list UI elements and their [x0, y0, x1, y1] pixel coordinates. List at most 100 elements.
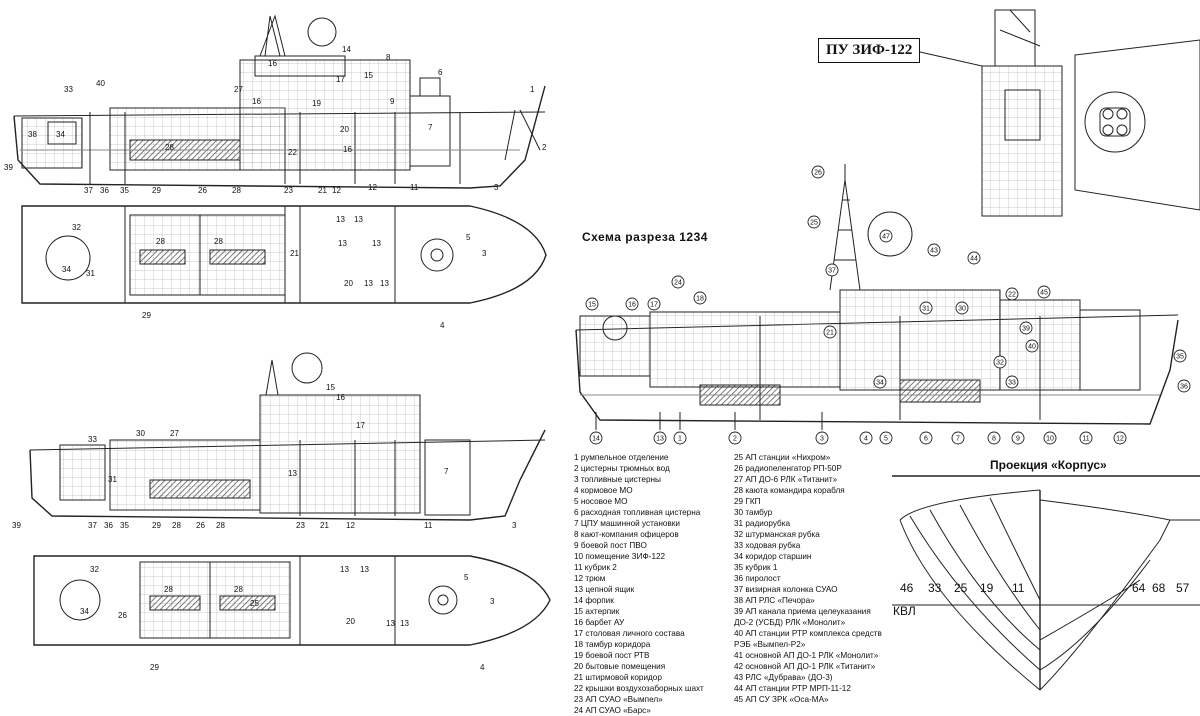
- callout-circle: [673, 431, 687, 445]
- num: 27: [234, 85, 243, 94]
- legend-item: 43 РЛС «Дубрава» (ДО-3): [734, 673, 833, 682]
- num: 27: [170, 429, 179, 438]
- callout-number: 36: [1180, 384, 1188, 391]
- num: 3: [512, 521, 517, 530]
- callout-circle: [1005, 375, 1019, 389]
- callout-circle: [728, 431, 742, 445]
- num: 34: [80, 607, 89, 616]
- callout-number: 7: [956, 436, 960, 443]
- legend-item: 17 столовая личного состава: [574, 629, 685, 638]
- num: 30: [136, 429, 145, 438]
- legend-item: 4 кормовое МО: [574, 486, 633, 495]
- num: 11: [424, 521, 433, 530]
- num: 21: [318, 186, 327, 195]
- callout-circle: [1173, 349, 1187, 363]
- profile-bottom-left: [29, 352, 546, 521]
- callout-circle: [647, 297, 661, 311]
- frame-number: 33: [928, 581, 942, 595]
- callout-circle: [693, 291, 707, 305]
- callout-number: 40: [1028, 344, 1036, 351]
- callout-circle: [859, 431, 873, 445]
- legend-item: 11 кубрик 2: [574, 563, 617, 572]
- callout-number: 15: [588, 302, 596, 309]
- num: 28: [232, 186, 241, 195]
- kvl-label: КВЛ: [893, 604, 916, 618]
- num: 39: [4, 163, 13, 172]
- num: 31: [108, 475, 117, 484]
- callout-circle: [1019, 321, 1033, 335]
- callout-number: 5: [884, 436, 888, 443]
- legend-item: 32 штурманская рубка: [734, 530, 820, 539]
- num: 13: [364, 279, 373, 288]
- num: 33: [64, 85, 73, 94]
- num: 3: [494, 183, 499, 192]
- num: 16: [252, 97, 261, 106]
- num: 26: [196, 521, 205, 530]
- callout-circle: [919, 301, 933, 315]
- num: 16: [336, 393, 345, 402]
- legend-item: 8 кают-компания офицеров: [574, 530, 679, 539]
- num: 7: [444, 467, 449, 476]
- plan-top-left-numbers: 32 34 31 29 28 28 13 13 13 13 21 20 13 1…: [62, 215, 487, 330]
- callout-number: 8: [992, 436, 996, 443]
- callout-number: 4: [864, 436, 868, 443]
- num: 28: [164, 585, 173, 594]
- callout-circle: [873, 375, 887, 389]
- callout-circle: [967, 251, 981, 265]
- callout-number: 16: [628, 302, 636, 309]
- num: 23: [284, 186, 293, 195]
- callout-number: 44: [970, 256, 978, 263]
- callout-circle: [815, 431, 829, 445]
- ship-drawing: 33 40 16 19 20 22 16 7 6 14 8 9 17 27 15…: [4, 9, 1200, 691]
- callout-number: 37: [828, 268, 836, 275]
- num: 3: [490, 597, 495, 606]
- callout-circle: [879, 229, 893, 243]
- num: 28: [234, 585, 243, 594]
- callout-number: 24: [674, 280, 682, 287]
- callout-number: 43: [930, 248, 938, 255]
- callout-number: 21: [826, 330, 834, 337]
- legend-item: 26 радиопеленгатор РП-50Р: [734, 464, 842, 473]
- num: 29: [150, 663, 159, 672]
- num: 13: [360, 565, 369, 574]
- callout-number: 17: [650, 302, 658, 309]
- callout-circle: [589, 431, 603, 445]
- callout-circle: [807, 215, 821, 229]
- callout-circle: [825, 263, 839, 277]
- callout-circle: [993, 355, 1007, 369]
- profile-top-left-numbers: 33 40 16 19 20 22 16 7 6 14 8 9 17 27 15…: [4, 45, 547, 195]
- num: 21: [320, 521, 329, 530]
- legend-item: 40 АП станции РТР комплекса средств: [734, 629, 882, 638]
- legend-item: 3 топливные цистерны: [574, 475, 661, 484]
- num: 23: [296, 521, 305, 530]
- callout-number: 9: [1016, 436, 1020, 443]
- num: 26: [198, 186, 207, 195]
- legend-item: 10 помещение ЗИФ-122: [574, 552, 666, 561]
- callout-circle: [653, 431, 667, 445]
- legend-item: 7 ЦПУ машинной установки: [574, 519, 680, 528]
- callout-number: 25: [810, 220, 818, 227]
- callout-number: 35: [1176, 354, 1184, 361]
- plan-bottom-left-numbers: 32 34 26 28 28 25 13 13 20 13 13 5 3 29 …: [80, 565, 495, 672]
- callout-circle: [987, 431, 1001, 445]
- frame-number: 57: [1176, 581, 1190, 595]
- legend-item: 9 боевой пост ПВО: [574, 541, 647, 550]
- num: 1: [530, 85, 535, 94]
- num: 34: [62, 265, 71, 274]
- legend-item: 18 тамбур коридора: [574, 640, 651, 649]
- callout-number: 12: [1116, 436, 1124, 443]
- num: 3: [482, 249, 487, 258]
- num: 35: [120, 521, 129, 530]
- legend-item: 37 визирная колонка СУАО: [734, 585, 838, 594]
- num: 13: [288, 469, 297, 478]
- legend-item: ДО-2 (УСБД) РЛК «Монолит»: [734, 618, 846, 627]
- callout-circle: [1011, 431, 1025, 445]
- num: 40: [96, 79, 105, 88]
- callout-number: 45: [1040, 290, 1048, 297]
- callout-circle: [671, 275, 685, 289]
- callout-circle: [919, 431, 933, 445]
- legend-item: 44 АП станции РТР МРП-11-12: [734, 684, 851, 693]
- legend-item: 22 крышки воздухозаборных шахт: [574, 684, 704, 693]
- profile-bottom-left-numbers: 33 30 27 15 16 13 17 7 31 39 37 36 35 29…: [12, 383, 517, 530]
